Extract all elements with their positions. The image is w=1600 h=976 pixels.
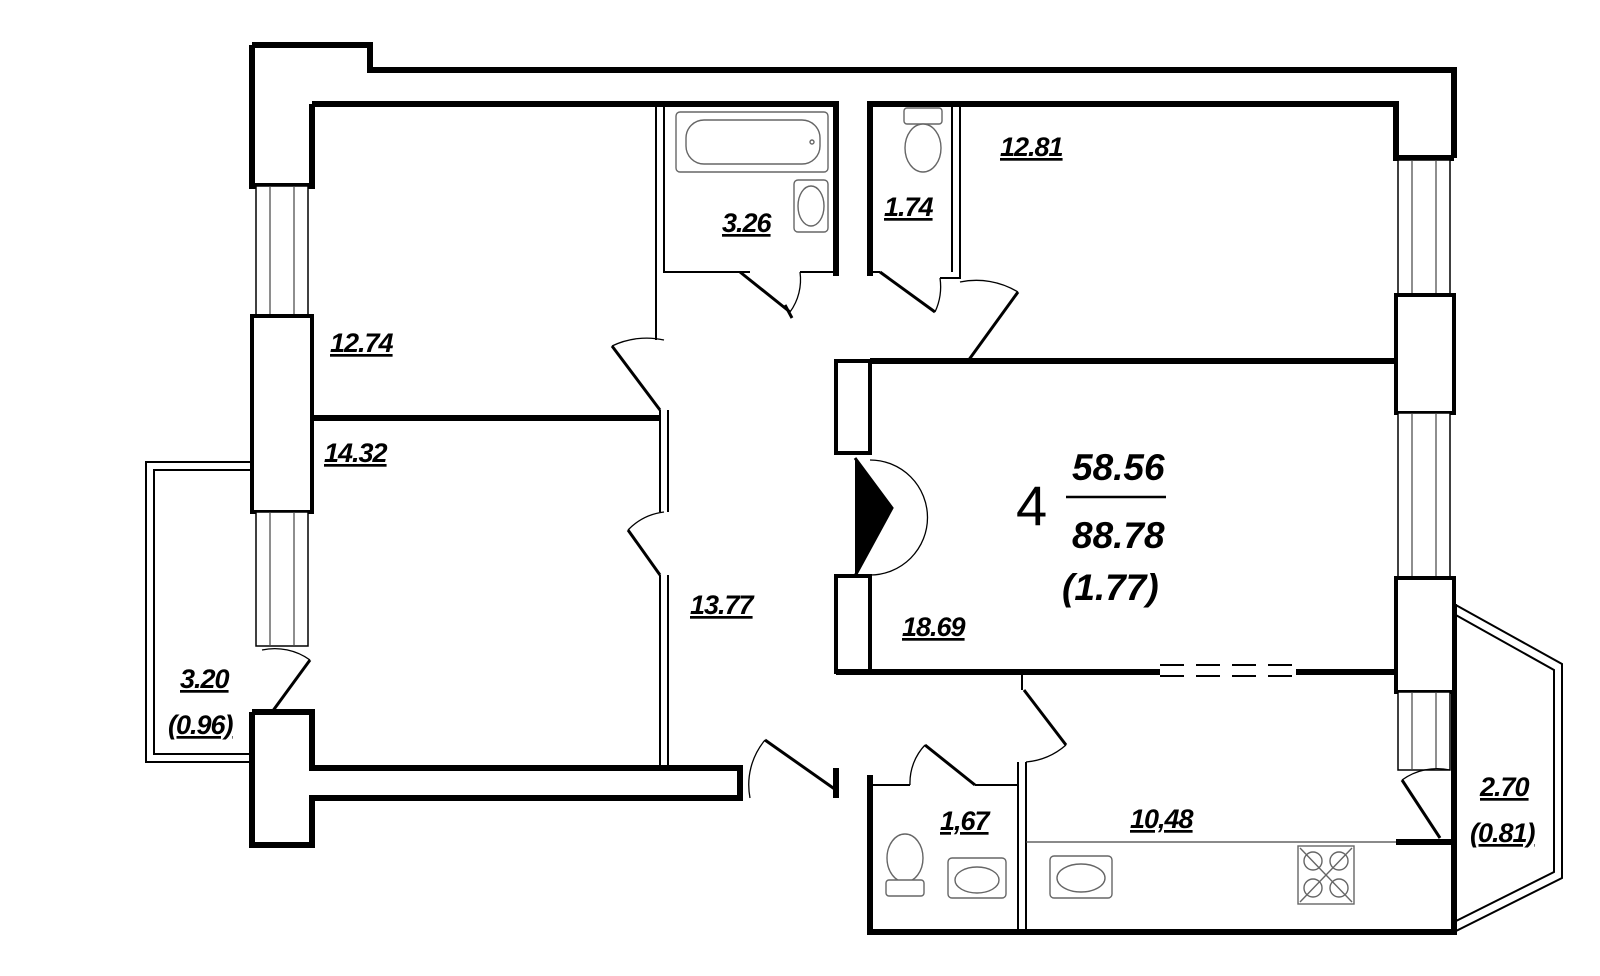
- area-bathroom: 3.26: [722, 208, 773, 238]
- toilet-icon: [903, 107, 943, 173]
- area-kitchen: 10,48: [1130, 804, 1194, 834]
- apartment-summary: 4 58.56 88.78 (1.77): [1016, 447, 1166, 608]
- area-living-room: 18.69: [902, 612, 966, 642]
- toilet-icon: [885, 833, 925, 897]
- total-area: 88.78: [1072, 515, 1165, 556]
- area-hallway: 13.77: [690, 590, 756, 620]
- area-balcony-left: 3.20: [180, 664, 230, 694]
- area-bedroom-bottom-left: 14.32: [324, 438, 388, 468]
- bathtub-icon: [675, 111, 829, 173]
- area-balcony-right: 2.70: [1479, 772, 1530, 802]
- outer-walls: [249, 42, 1457, 935]
- balcony-right: [1453, 602, 1563, 934]
- sink-icon: [947, 857, 1007, 899]
- interior-walls: [312, 104, 1396, 932]
- kitchen-sink-icon: [1049, 855, 1113, 899]
- sink-icon: [793, 179, 829, 233]
- area-balcony-right-reduced: (0.81): [1470, 818, 1536, 848]
- left-facade: [250, 185, 314, 647]
- area-toilet-top: 1.74: [884, 192, 934, 222]
- rooms-count: 4: [1016, 474, 1047, 537]
- area-labels: 12.74 14.32 3.26 1.74 12.81 18.69 13.77 …: [168, 132, 1537, 848]
- area-bedroom-top-left: 12.74: [330, 328, 394, 358]
- living-area: 58.56: [1072, 447, 1165, 488]
- stove-icon: [1297, 845, 1355, 905]
- area-balcony-left-reduced: (0.96): [168, 710, 234, 740]
- doors: [261, 270, 1451, 839]
- area-bedroom-top-right: 12.81: [1000, 132, 1063, 162]
- right-facade: [1394, 159, 1456, 845]
- area-toilet-bottom: 1,67: [940, 806, 992, 836]
- balcony-reduced-area: (1.77): [1062, 567, 1159, 608]
- balcony-left: [145, 461, 252, 763]
